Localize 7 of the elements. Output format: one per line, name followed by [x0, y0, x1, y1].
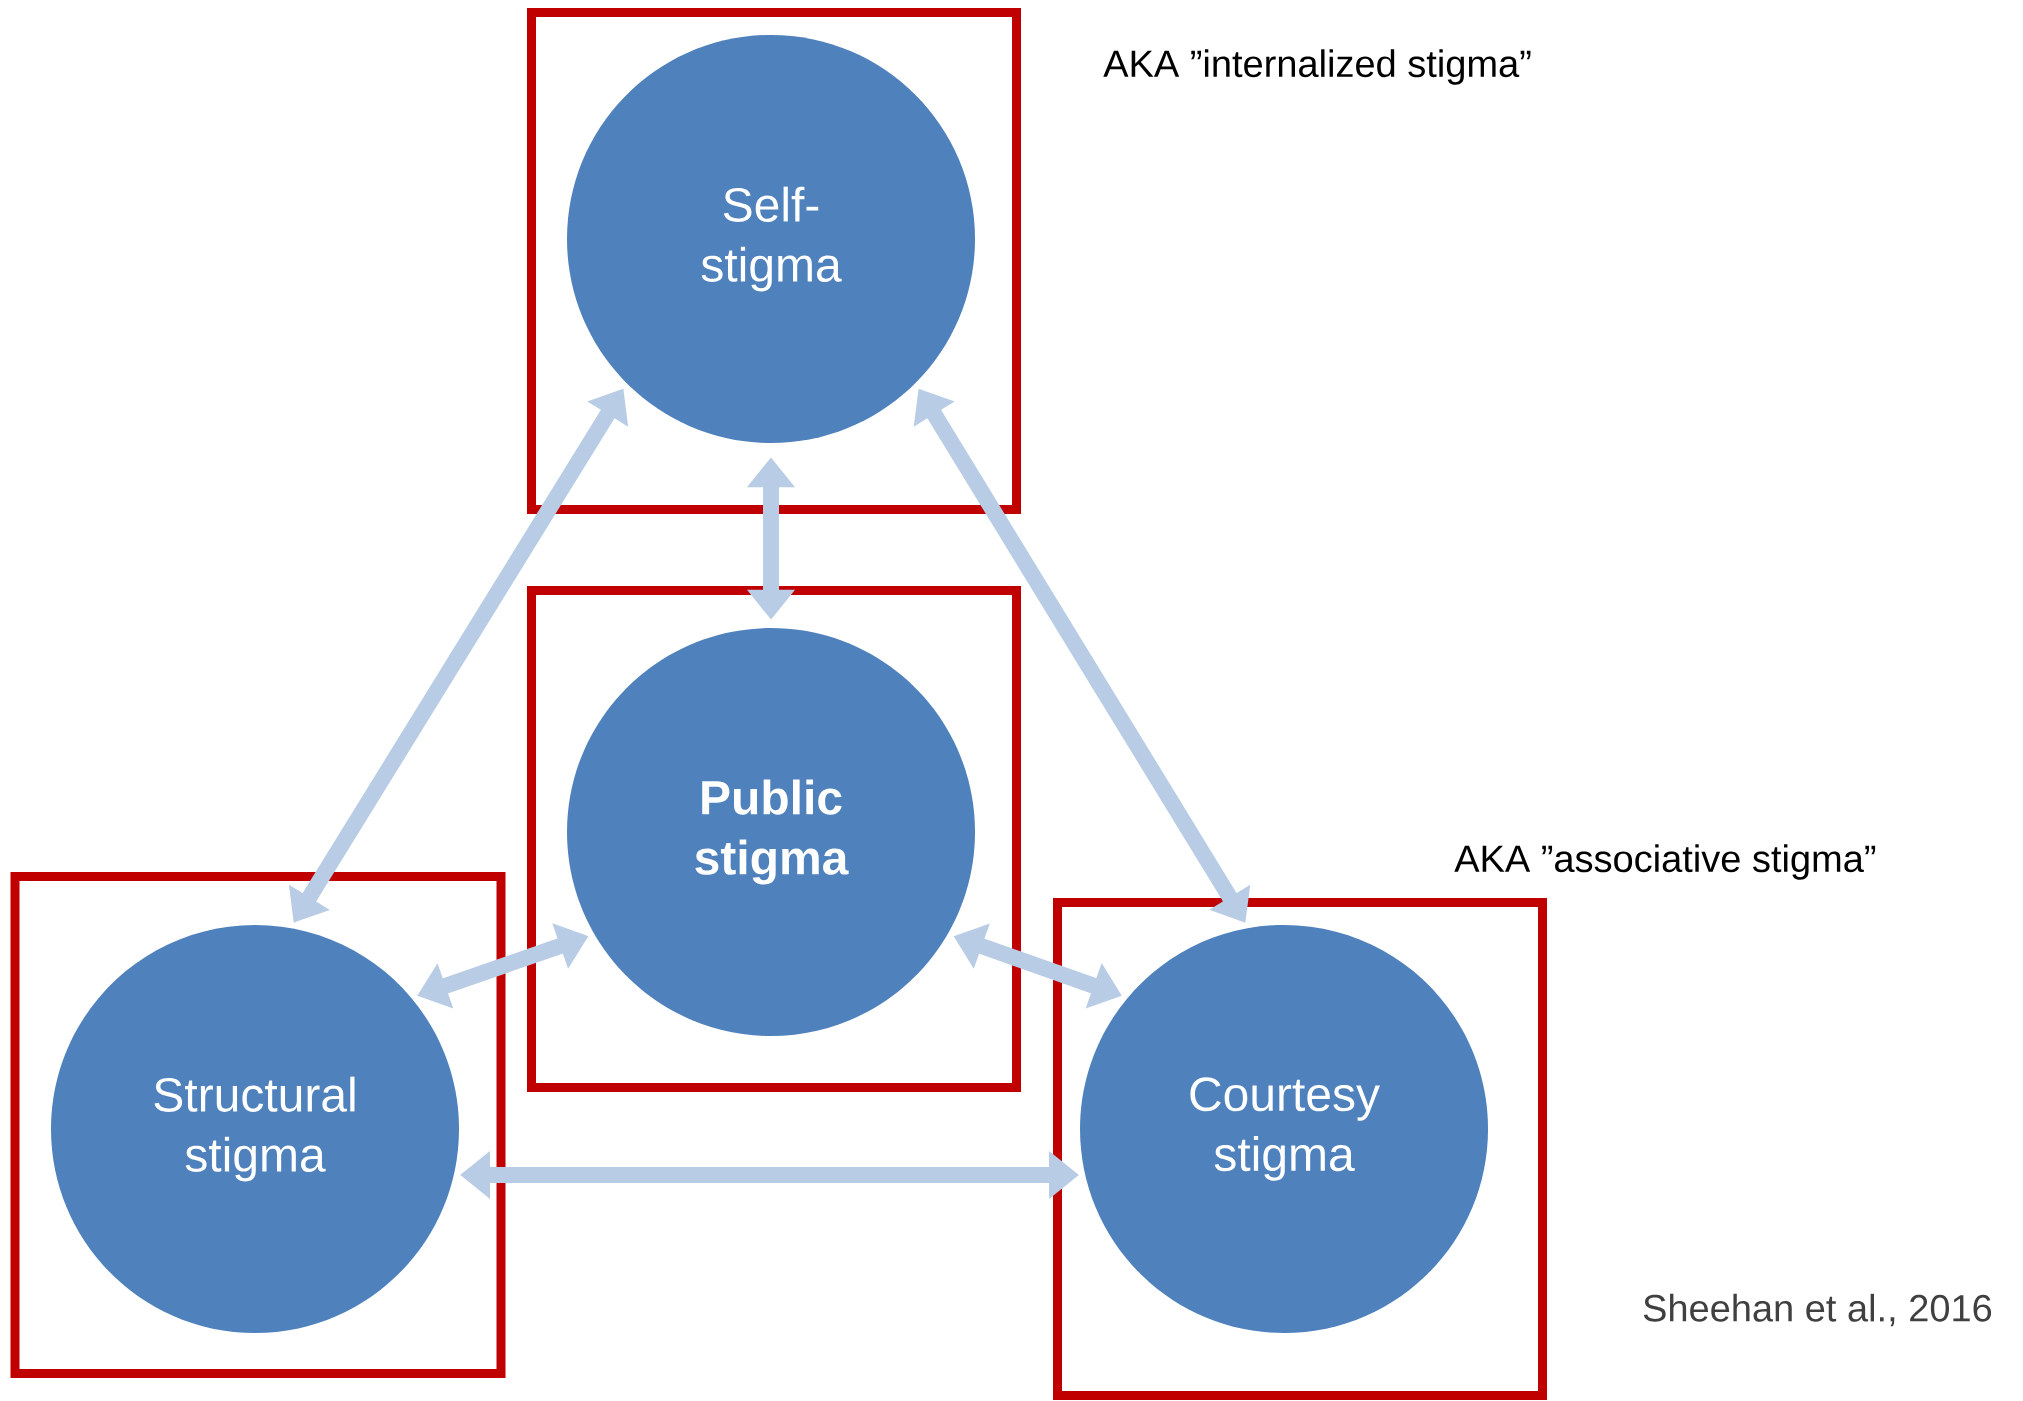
- annotation-text: AKA ”associative stigma”: [1454, 844, 1876, 880]
- frame-box: [10, 872, 506, 1378]
- annotation-text: AKA ”internalized stigma”: [1103, 49, 1531, 85]
- frame-box: [527, 586, 1021, 1092]
- frame-box: [1053, 898, 1547, 1400]
- frame-box: [527, 8, 1021, 514]
- citation-text: Sheehan et al., 2016: [1643, 1293, 1992, 1327]
